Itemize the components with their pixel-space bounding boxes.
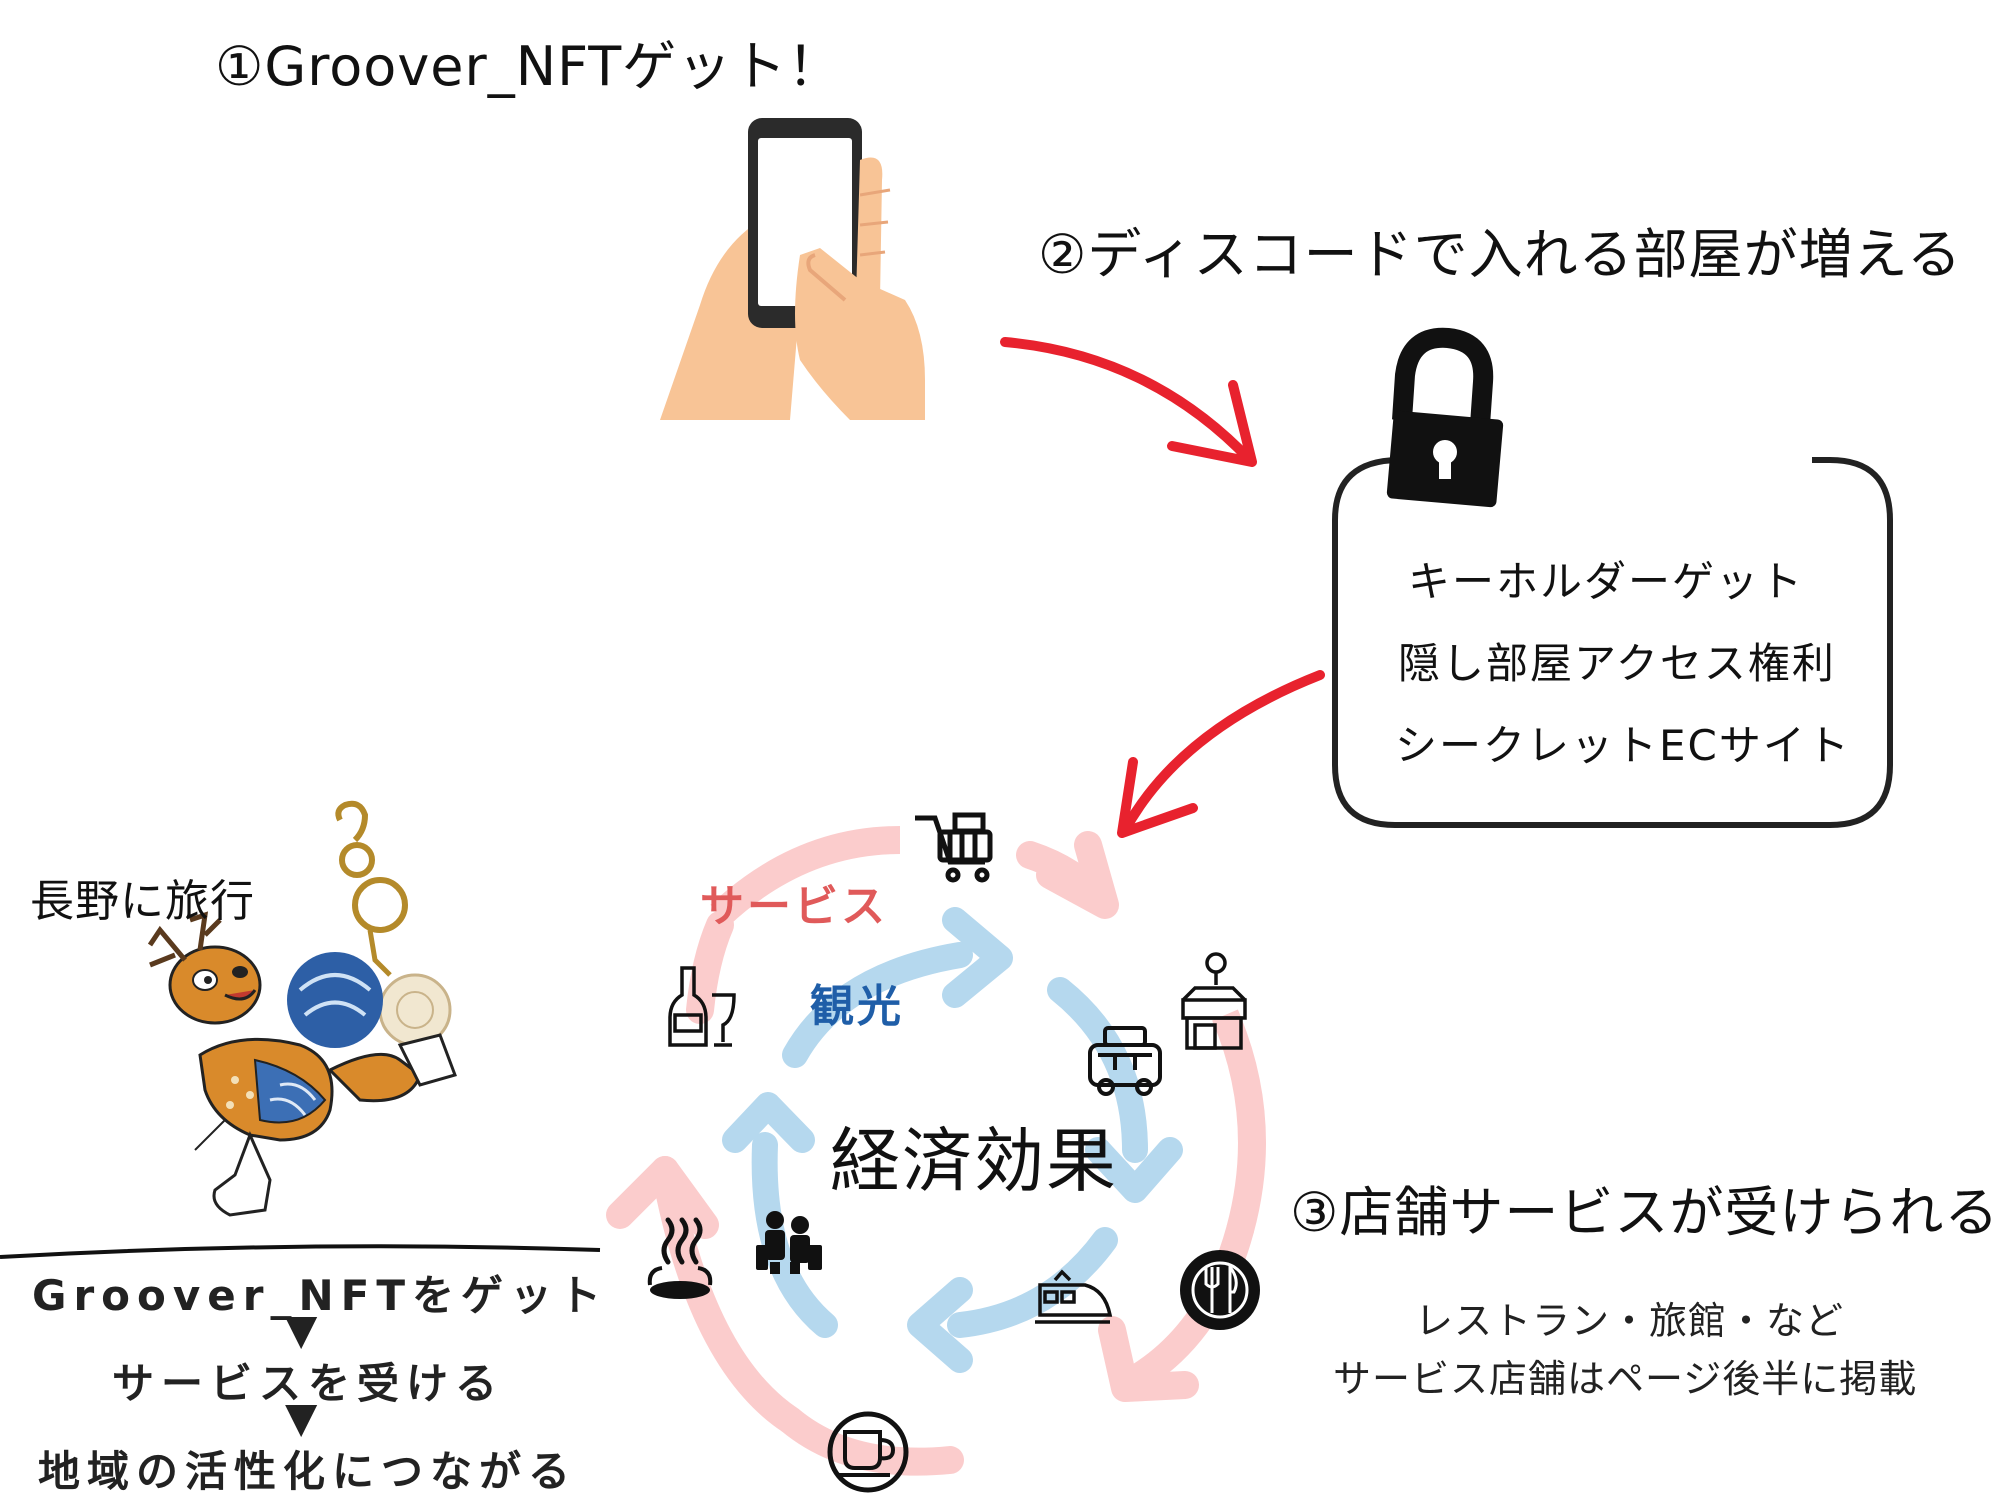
service-label: サービス [700, 881, 888, 932]
benefit-secret-ec: シークレットECサイト [1395, 721, 1851, 770]
flow-arrow-2: ▼ [285, 1393, 318, 1442]
smartphone-hands-icon [660, 118, 925, 420]
shopping-cart-icon [915, 812, 993, 883]
flow-step-nft: Groover_NFTをゲット [32, 1271, 608, 1320]
travel-label: 長野に旅行 [30, 876, 255, 927]
travelers-icon [756, 1211, 822, 1274]
restaurant-icon [1180, 1250, 1260, 1330]
benefits-box [1332, 457, 1893, 828]
benefit-hidden-room: 隠し部屋アクセス権利 [1398, 639, 1836, 688]
benefit-keychain: キーホルダーゲット [1408, 557, 1805, 606]
flow-step-service: サービスを受ける [112, 1359, 505, 1408]
tourism-label: 観光 [810, 981, 904, 1032]
coffee-cup-icon [827, 1411, 909, 1493]
flow-step-revitalization: 地域の活性化につながる [38, 1447, 578, 1496]
camper-van-icon [1088, 1026, 1162, 1096]
red-arrow-2 [1120, 670, 1325, 835]
wine-icon [668, 966, 736, 1047]
store-note-2: サービス店舗はページ後半に掲載 [1333, 1357, 1918, 1401]
red-arrow-1 [1000, 337, 1255, 465]
lock-icon [1386, 327, 1504, 508]
economic-effect-label: 経済効果 [830, 1120, 1118, 1202]
step-3-text: ③店舗サービスが受けられる [1290, 1181, 2000, 1244]
ground-line [0, 1244, 601, 1259]
step-1-text: ①Groover_NFTゲット！ [215, 35, 843, 98]
hot-spring-icon [647, 1217, 713, 1299]
train-icon [1035, 1269, 1113, 1324]
step-2-text: ②ディスコードで入れる部屋が増える [1038, 223, 1963, 286]
flow-arrow-1: ▼ [285, 1305, 318, 1354]
store-note-1: レストラン・旅館・など [1415, 1299, 1845, 1343]
shop-icon [1181, 952, 1247, 1050]
deer-mascot-keychain-icon [147, 800, 457, 1217]
